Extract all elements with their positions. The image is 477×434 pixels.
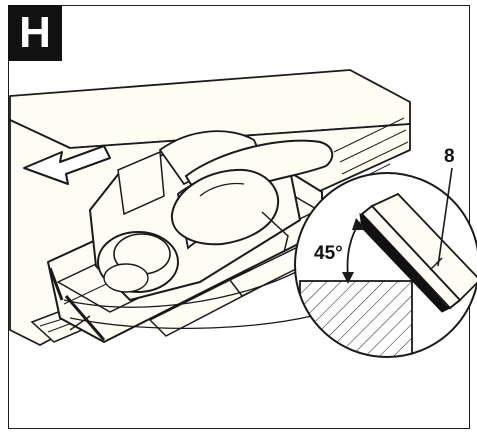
callout-number-8: 8: [444, 146, 455, 167]
zoom-detail-circle: [294, 172, 477, 358]
figure-frame: [8, 5, 470, 429]
figure-badge: H: [8, 5, 62, 61]
callout-leader-8: [437, 167, 453, 267]
arrow-left-icon: [23, 145, 111, 185]
zoom-leader-lines: [63, 271, 313, 330]
planer-body: [47, 130, 334, 343]
angle-label: 45°: [314, 243, 343, 264]
